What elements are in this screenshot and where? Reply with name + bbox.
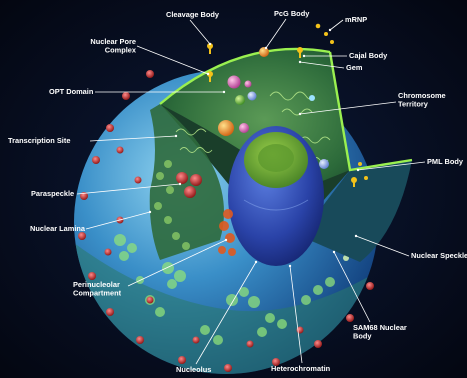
leader-end-pml-body	[357, 169, 359, 171]
leader-end-transcription-site	[175, 135, 177, 137]
leader-end-nuclear-lamina	[149, 211, 151, 213]
label-text-cajal-body: Cajal Body	[349, 51, 388, 60]
leader-end-heterochromatin	[289, 265, 291, 267]
label-text-nuclear-pore-complex-2: Complex	[105, 46, 137, 55]
nucleolus-body	[228, 126, 324, 266]
leader-end-chromosome-territory	[299, 113, 301, 115]
label-text-gem: Gem	[346, 63, 363, 72]
label-text-mrnp: mRNP	[345, 15, 367, 24]
label-text-opt-domain: OPT Domain	[49, 87, 94, 96]
label-text-nuclear-speckle: Nuclear Speckle	[411, 251, 467, 260]
leader-end-nuclear-pore-complex	[207, 73, 209, 75]
label-text-perinucleolar-compartment-2: Compartment	[73, 289, 122, 298]
leader-end-perinucleolar-compartment	[225, 239, 227, 241]
label-text-sam68-nuclear-body-2: Body	[353, 332, 372, 341]
leader-end-nuclear-speckle	[355, 235, 357, 237]
label-text-cleavage-body: Cleavage Body	[166, 10, 220, 19]
leader-end-cajal-body	[303, 55, 305, 57]
label-text-transcription-site: Transcription Site	[8, 136, 70, 145]
leader-end-sam68-nuclear-body	[333, 251, 335, 253]
leader-end-pcg-body	[265, 47, 267, 49]
leader-end-opt-domain	[223, 91, 225, 93]
leader-end-gem	[299, 61, 301, 63]
leader-end-nucleolus	[255, 261, 257, 263]
leader-end-mrnp	[329, 29, 331, 31]
label-text-nucleolus: Nucleolus	[176, 365, 211, 374]
leader-end-paraspeckle	[179, 183, 181, 185]
label-text-paraspeckle: Paraspeckle	[31, 189, 74, 198]
label-text-heterochromatin: Heterochromatin	[271, 364, 331, 373]
leader-end-cleavage-body	[209, 43, 211, 45]
label-text-pml-body: PML Body	[427, 157, 464, 166]
label-text-nuclear-lamina: Nuclear Lamina	[30, 224, 86, 233]
label-text-chromosome-territory-2: Territory	[398, 100, 429, 109]
label-text-pcg-body: PcG Body	[274, 9, 310, 18]
